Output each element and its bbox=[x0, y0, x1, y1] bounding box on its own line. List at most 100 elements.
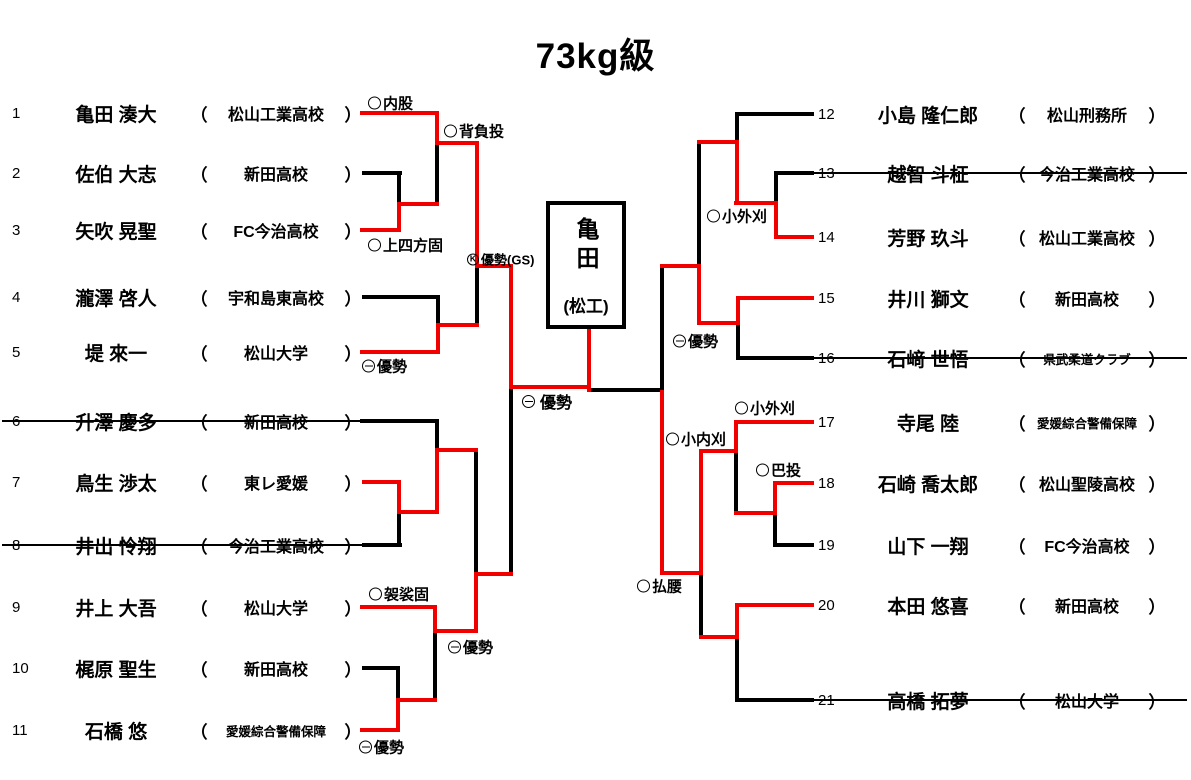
champion-team: (松工) bbox=[563, 297, 609, 316]
paren-open: （ bbox=[190, 289, 208, 309]
entry-number: 12 bbox=[818, 105, 835, 123]
circle-win-icon bbox=[369, 587, 382, 601]
technique-annotation: 巴投 bbox=[756, 460, 801, 481]
entry-number: 14 bbox=[818, 228, 835, 246]
paren-close: ） bbox=[1148, 537, 1166, 557]
entry-name: 升澤 慶多 bbox=[75, 412, 157, 434]
paren-open: （ bbox=[1008, 106, 1026, 126]
paren-close: ） bbox=[344, 165, 362, 185]
technique-label: 優勢 bbox=[540, 395, 573, 412]
page-title: 73kg級 bbox=[535, 37, 656, 76]
circle-minus-icon bbox=[362, 359, 375, 373]
entry-number: 5 bbox=[12, 343, 21, 361]
technique-annotation: 優勢(GS) bbox=[467, 250, 534, 269]
entry-number: 20 bbox=[818, 596, 835, 614]
entry-name: 小島 隆仁郎 bbox=[877, 105, 979, 127]
paren-close: ） bbox=[344, 344, 362, 364]
entry-name: 石崎 喬太郎 bbox=[877, 474, 979, 496]
entry-school: 松山工業高校 bbox=[1038, 231, 1135, 248]
entry-row-12: 12 小島 隆仁郎 （ 松山刑務所 ） bbox=[818, 101, 1166, 127]
entry-school: 愛媛綜合警備保障 bbox=[225, 724, 326, 739]
technique-annotation: 優勢 bbox=[673, 331, 718, 352]
paren-close: ） bbox=[1148, 350, 1166, 370]
circle-minus-icon bbox=[673, 334, 686, 348]
entry-number: 9 bbox=[12, 598, 21, 616]
paren-open: （ bbox=[190, 413, 208, 433]
entry-number: 13 bbox=[818, 164, 835, 182]
technique-label: 優勢 bbox=[688, 333, 719, 351]
technique-annotation: 背負投 bbox=[444, 121, 504, 142]
circle-win-icon bbox=[756, 463, 769, 477]
paren-open: （ bbox=[190, 222, 208, 242]
entry-name: 寺尾 陸 bbox=[896, 413, 960, 435]
entry-school: 今治工業高校 bbox=[1038, 167, 1135, 184]
technique-annotation: 小外刈 bbox=[735, 398, 795, 419]
paren-close: ） bbox=[344, 537, 362, 557]
entry-name: 井出 怜翔 bbox=[75, 536, 157, 558]
technique-annotation: 払腰 bbox=[637, 576, 682, 597]
paren-close: ） bbox=[344, 474, 362, 494]
technique-label: 優勢 bbox=[374, 739, 405, 757]
entry-school: 松山大学 bbox=[1054, 694, 1119, 711]
paren-open: （ bbox=[1008, 692, 1026, 712]
paren-open: （ bbox=[190, 474, 208, 494]
entry-number: 17 bbox=[818, 413, 835, 431]
entry-name: 芳野 玖斗 bbox=[887, 228, 969, 250]
circle-win-icon bbox=[735, 401, 748, 415]
technique-annotation: 内股 bbox=[368, 93, 413, 114]
paren-open: （ bbox=[190, 722, 208, 742]
technique-label: 優勢 bbox=[463, 639, 494, 657]
technique-label: 巴投 bbox=[771, 462, 802, 480]
paren-close: ） bbox=[1148, 106, 1166, 126]
entry-name: 鳥生 渉太 bbox=[75, 473, 157, 495]
entry-number: 7 bbox=[12, 473, 21, 491]
paren-close: ） bbox=[344, 722, 362, 742]
entry-name: 佐伯 大志 bbox=[75, 164, 157, 186]
entry-number: 15 bbox=[818, 289, 835, 307]
entry-number: 8 bbox=[12, 536, 21, 554]
technique-label: 袈裟固 bbox=[384, 586, 430, 604]
entry-school: 松山聖陵高校 bbox=[1038, 477, 1135, 494]
paren-close: ） bbox=[344, 105, 362, 125]
circle-win-icon bbox=[368, 96, 381, 110]
entry-name: 石﨑 世悟 bbox=[887, 349, 969, 371]
entry-school: 松山刑務所 bbox=[1046, 108, 1127, 125]
circle-win-icon bbox=[368, 238, 381, 252]
entry-school: 新田高校 bbox=[243, 662, 308, 679]
paren-close: ） bbox=[344, 599, 362, 619]
entry-number: 6 bbox=[12, 412, 21, 430]
entry-number: 19 bbox=[818, 536, 835, 554]
entry-name: 瀧澤 啓人 bbox=[75, 288, 157, 310]
paren-open: （ bbox=[190, 660, 208, 680]
entry-school: 新田高校 bbox=[243, 415, 308, 432]
technique-label: 上四方固 bbox=[383, 237, 444, 255]
entry-school: 松山大学 bbox=[243, 346, 308, 363]
paren-open: （ bbox=[1008, 414, 1026, 434]
paren-close: ） bbox=[1148, 475, 1166, 495]
technique-annotation: 優勢 bbox=[522, 389, 572, 413]
entry-number: 11 bbox=[12, 721, 28, 739]
entry-number: 2 bbox=[12, 164, 21, 182]
paren-open: （ bbox=[190, 105, 208, 125]
paren-close: ） bbox=[344, 660, 362, 680]
entry-number: 16 bbox=[818, 349, 835, 367]
technique-annotation: 上四方固 bbox=[368, 235, 443, 256]
technique-annotation: 優勢 bbox=[362, 356, 407, 377]
paren-close: ） bbox=[1148, 165, 1166, 185]
paren-open: （ bbox=[1008, 165, 1026, 185]
entry-school: 宇和島東高校 bbox=[227, 291, 324, 308]
entry-school: 新田高校 bbox=[1054, 599, 1119, 616]
